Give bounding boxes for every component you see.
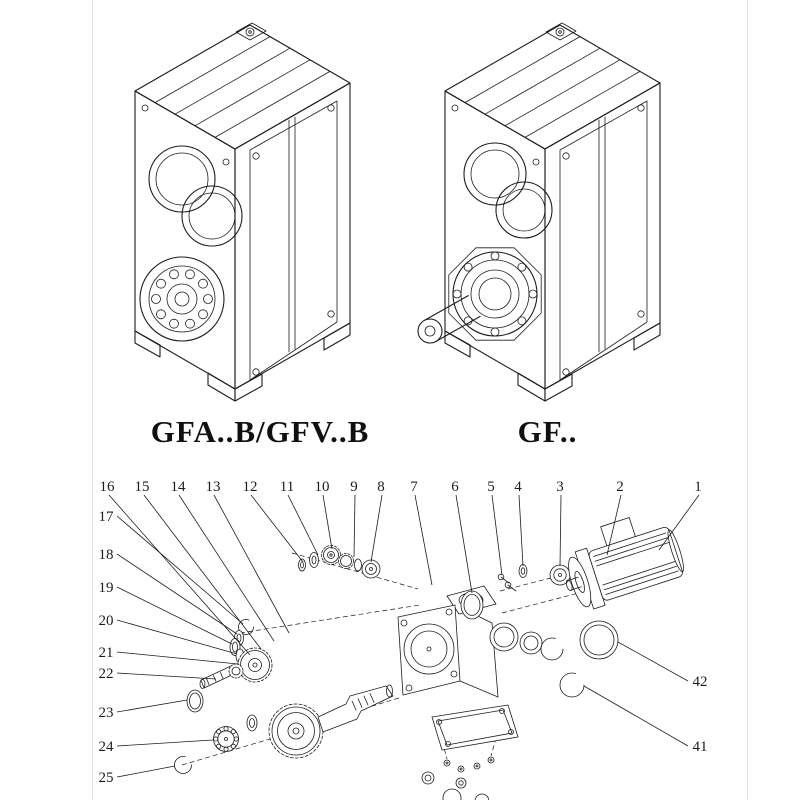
page-edge-left bbox=[92, 0, 93, 800]
callout-19: 19 bbox=[99, 580, 114, 596]
part-input-shaft-cluster bbox=[298, 545, 381, 579]
leader-line-17 bbox=[116, 515, 244, 625]
leader-line-5 bbox=[491, 494, 503, 576]
leader-line-7 bbox=[414, 494, 433, 586]
gearbox-front-face bbox=[134, 90, 243, 390]
gearbox-drawing-gfab bbox=[134, 22, 351, 402]
callout-13: 13 bbox=[206, 479, 221, 495]
callout-6: 6 bbox=[451, 479, 459, 495]
leader-line-41 bbox=[583, 685, 689, 747]
callout-18: 18 bbox=[99, 547, 114, 563]
callout-22: 22 bbox=[99, 666, 114, 682]
leader-line-21 bbox=[116, 651, 239, 665]
leader-line-19 bbox=[116, 586, 233, 645]
part-output-gear bbox=[268, 703, 324, 759]
callout-16: 16 bbox=[100, 479, 116, 495]
leader-line-2 bbox=[606, 494, 622, 556]
callout-1: 1 bbox=[694, 479, 702, 495]
leader-line-18 bbox=[116, 553, 238, 635]
gearbox-side-panel bbox=[234, 82, 351, 390]
leader-line-12 bbox=[250, 494, 304, 563]
output-shaft bbox=[417, 295, 481, 344]
leader-line-8 bbox=[370, 494, 383, 563]
figure-gf bbox=[410, 4, 710, 404]
leader-line-4 bbox=[518, 494, 524, 567]
callout-11: 11 bbox=[280, 479, 294, 495]
leader-line-25 bbox=[116, 765, 176, 778]
figure-gfab bbox=[100, 4, 400, 404]
callout-42: 42 bbox=[693, 674, 708, 690]
callout-41: 41 bbox=[693, 739, 708, 755]
output-flange bbox=[448, 247, 542, 341]
output-bearing bbox=[139, 256, 225, 342]
callout-7: 7 bbox=[410, 479, 418, 495]
leader-line-22 bbox=[116, 672, 217, 680]
part-intermediate-gear-cluster bbox=[186, 619, 273, 732]
part-ring-stack bbox=[489, 620, 619, 698]
mounting-feet bbox=[444, 322, 661, 402]
gearbox-top-face bbox=[444, 22, 661, 150]
exploded-view: 16 15 14 13 12 11 10 9 8 7 6 5 4 3 2 1 1… bbox=[0, 465, 800, 800]
leader-line-14 bbox=[178, 494, 275, 642]
figure-label-gfab: GFA..B/GFV..B bbox=[150, 414, 370, 449]
callout-4: 4 bbox=[514, 479, 522, 495]
callout-12: 12 bbox=[243, 479, 258, 495]
leader-lines bbox=[108, 494, 700, 778]
callout-15: 15 bbox=[135, 479, 150, 495]
callout-2: 2 bbox=[616, 479, 624, 495]
gearbox-front-face bbox=[444, 90, 553, 390]
callout-20: 20 bbox=[99, 613, 114, 629]
callout-5: 5 bbox=[487, 479, 495, 495]
part-lower-bearing bbox=[213, 726, 239, 752]
page-edge-right bbox=[747, 0, 748, 800]
callout-14: 14 bbox=[171, 479, 187, 495]
callout-10: 10 bbox=[315, 479, 330, 495]
callout-numbers: 16 15 14 13 12 11 10 9 8 7 6 5 4 3 2 1 1… bbox=[99, 479, 708, 786]
leader-line-6 bbox=[455, 494, 473, 594]
callout-3: 3 bbox=[556, 479, 564, 495]
callout-21: 21 bbox=[99, 645, 114, 661]
part-circlip-25 bbox=[174, 756, 192, 774]
part-output-shaft bbox=[317, 684, 394, 733]
leader-line-15 bbox=[143, 494, 262, 650]
mounting-feet bbox=[134, 322, 351, 402]
leader-line-42 bbox=[617, 641, 689, 682]
exploded-view-drawing: 16 15 14 13 12 11 10 9 8 7 6 5 4 3 2 1 1… bbox=[99, 479, 708, 800]
gearbox-top-face bbox=[134, 22, 351, 150]
leader-line-9 bbox=[353, 494, 356, 558]
callout-9: 9 bbox=[350, 479, 358, 495]
part-bottom-cover bbox=[421, 704, 519, 800]
leader-line-16 bbox=[108, 494, 251, 656]
leader-line-13 bbox=[213, 494, 290, 634]
part-motor bbox=[565, 517, 684, 610]
leader-line-23 bbox=[116, 699, 188, 713]
part-gasket-and-fasteners bbox=[460, 564, 571, 620]
callout-8: 8 bbox=[377, 479, 385, 495]
flange-bolt-holes bbox=[452, 251, 538, 337]
gearbox-side-panel bbox=[544, 82, 661, 390]
callout-23: 23 bbox=[99, 705, 114, 721]
leader-line-20 bbox=[116, 619, 238, 655]
bearing-rollers bbox=[151, 269, 213, 329]
leader-line-3 bbox=[559, 494, 562, 567]
leader-line-10 bbox=[322, 494, 333, 550]
figure-label-gf: GF.. bbox=[517, 414, 578, 449]
callout-25: 25 bbox=[99, 770, 114, 786]
leader-line-24 bbox=[116, 739, 214, 747]
leader-line-11 bbox=[287, 494, 319, 556]
callout-24: 24 bbox=[99, 739, 115, 755]
callout-17: 17 bbox=[99, 509, 115, 525]
leader-line-1 bbox=[658, 494, 700, 551]
gearbox-drawing-gf bbox=[417, 22, 661, 402]
